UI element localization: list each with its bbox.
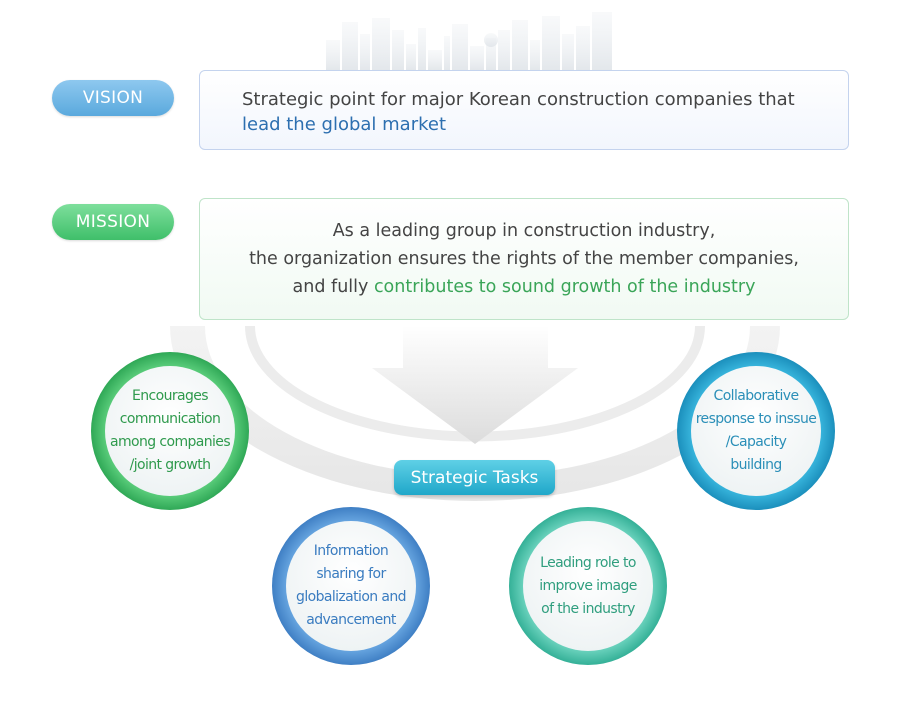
task-2-line: Collaborative	[713, 388, 800, 404]
task-2-line: response to inssue	[695, 411, 817, 427]
down-arrow-icon	[372, 326, 578, 444]
task-3-line: advancement	[306, 612, 396, 628]
task-circle-4	[509, 507, 667, 665]
task-4-line: improve image	[539, 577, 637, 594]
task-1-line: /joint growth	[129, 457, 211, 473]
task-1-line: communication	[119, 411, 221, 427]
mission-label: MISSION	[52, 204, 174, 240]
task-3-line: Information	[313, 543, 389, 559]
city-skyline-illustration	[326, 12, 612, 70]
task-circle-2	[677, 352, 835, 510]
task-circle-1	[91, 352, 249, 510]
task-4-line: of the industry	[541, 600, 635, 617]
task-1-text: Encourages communication among companies…	[102, 365, 238, 497]
task-4-line: Leading role to	[540, 554, 636, 571]
mission-line-3: and fully contributes to sound growth of…	[200, 273, 848, 301]
vision-highlight: lead the global market	[242, 114, 447, 135]
task-3-line: globalization and	[296, 589, 407, 605]
task-2-line: building	[730, 457, 782, 473]
vision-label: VISION	[52, 80, 174, 116]
mission-line-2: the organization ensures the rights of t…	[249, 249, 799, 269]
task-4-text: Leading role to improve image of the ind…	[520, 520, 656, 652]
vision-statement: Strategic point for major Korean constru…	[199, 70, 849, 150]
background-arc	[170, 326, 780, 501]
task-3-line: sharing for	[316, 566, 386, 582]
task-2-text: Collaborative response to inssue /Capaci…	[686, 365, 826, 497]
task-1-line: Encourages	[132, 388, 209, 404]
task-2-line: /Capacity	[725, 434, 787, 450]
mission-statement: As a leading group in construction indus…	[199, 198, 849, 320]
task-1-line: among companies	[109, 434, 231, 450]
vision-text: Strategic point for major Korean constru…	[242, 89, 795, 110]
mission-highlight: contributes to sound growth of the indus…	[373, 277, 756, 297]
task-circle-3	[272, 507, 430, 665]
strategic-tasks-label: Strategic Tasks	[394, 460, 555, 495]
task-3-text: Information sharing for globalization an…	[283, 520, 419, 652]
mission-line-3-text: and fully	[292, 277, 374, 297]
mission-line-1: As a leading group in construction indus…	[332, 221, 716, 241]
